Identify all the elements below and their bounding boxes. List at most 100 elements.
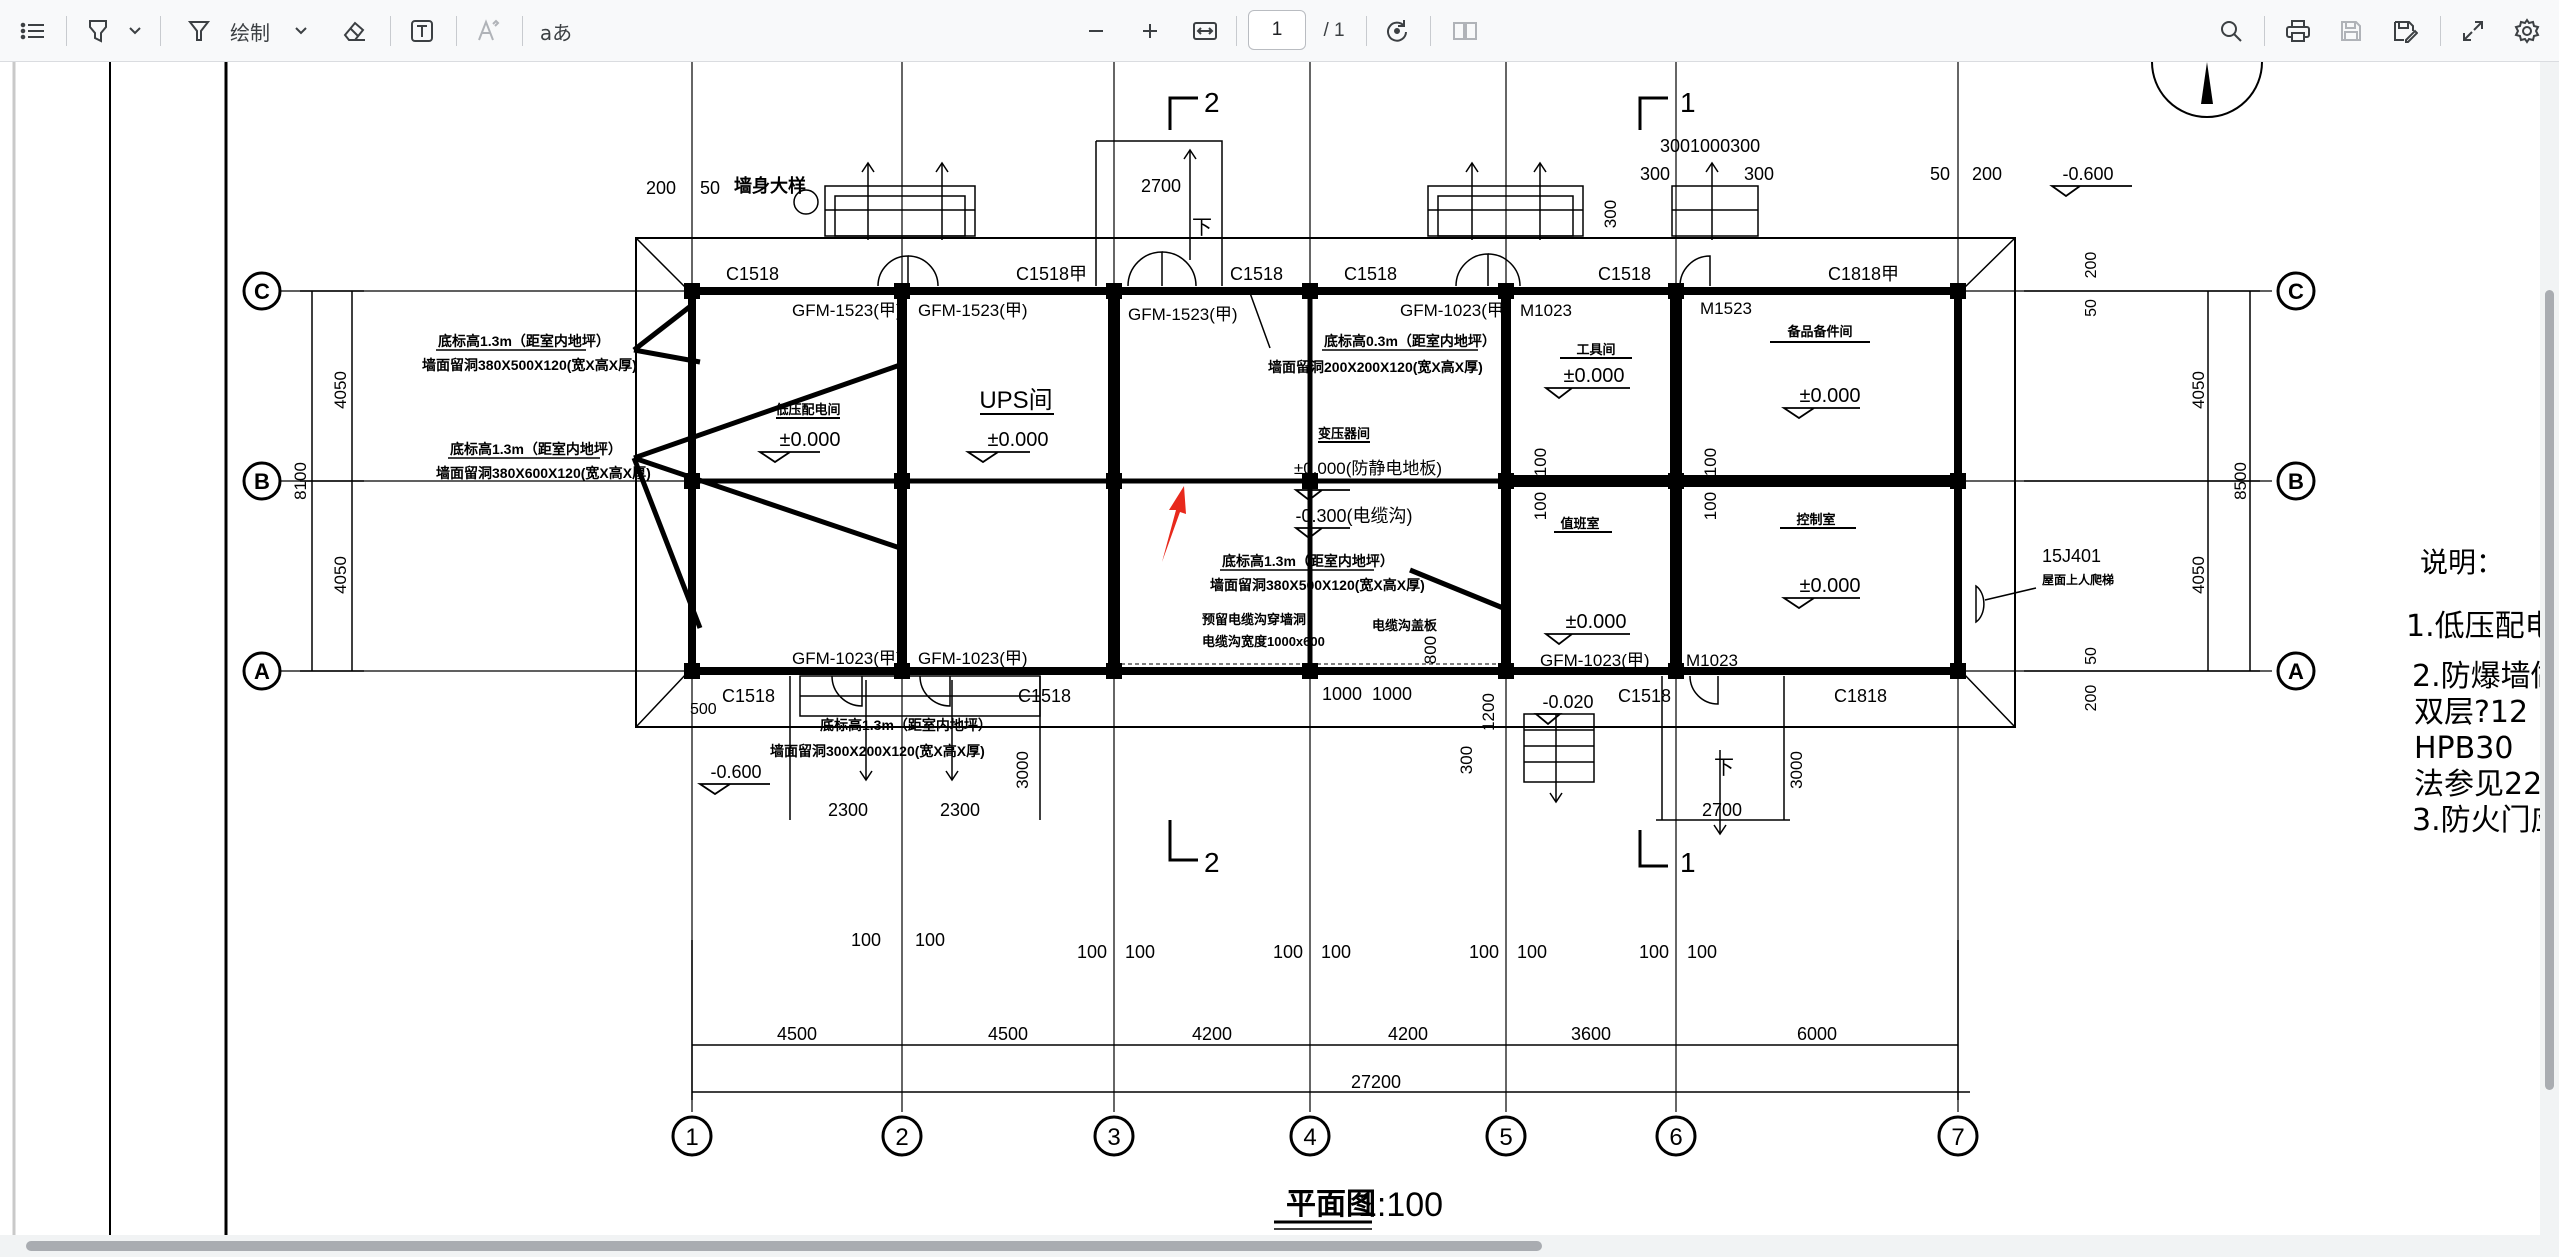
svg-text:±0.000: ±0.000 — [1565, 611, 1626, 633]
draw-chevron-down-icon[interactable] — [290, 12, 312, 50]
left-dim-bottom: 4050 — [331, 556, 350, 594]
svg-text:100: 100 — [1321, 942, 1351, 962]
read-aloud-icon[interactable]: aあ — [539, 20, 573, 45]
roof-hip-line — [1961, 671, 2016, 728]
axis-label-2: 2 — [895, 1124, 908, 1151]
axis-label-5: 5 — [1499, 1124, 1512, 1151]
svg-text:C1518甲: C1518甲 — [1016, 264, 1087, 284]
chevron-down-icon[interactable] — [124, 12, 146, 50]
svg-text:GFM-1523(甲): GFM-1523(甲) — [792, 301, 902, 320]
vertical-scroll-thumb[interactable] — [2545, 290, 2554, 1090]
svg-text:300: 300 — [1640, 164, 1670, 184]
svg-text:C1518: C1518 — [1230, 264, 1283, 284]
dim-3000-right: 3000 — [1787, 751, 1806, 789]
svg-text:工具间: 工具间 — [1576, 342, 1615, 357]
svg-text:100: 100 — [915, 930, 945, 950]
toolbar-separator — [390, 16, 391, 46]
draw-pen-icon[interactable] — [184, 12, 214, 50]
svg-text:底标高1.3m（距室内地坪）: 底标高1.3m（距室内地坪） — [820, 717, 992, 733]
svg-text:200: 200 — [646, 178, 676, 198]
bay-dim-1-2: 4500 — [777, 1024, 817, 1044]
svg-text:100: 100 — [1517, 942, 1547, 962]
svg-text:屋面上人爬梯: 屋面上人爬梯 — [2042, 572, 2114, 587]
save-icon[interactable] — [2334, 12, 2368, 50]
right-dimension-lines — [2024, 290, 2260, 672]
axis-label-b-left: B — [254, 469, 270, 494]
svg-text:50: 50 — [700, 178, 720, 198]
svg-text:GFM-1023(甲): GFM-1023(甲) — [1540, 651, 1650, 670]
svg-text:墙面留洞300X200X120(宽X高X厚): 墙面留洞300X200X120(宽X高X厚) — [770, 743, 985, 759]
svg-text:2700: 2700 — [1702, 800, 1742, 820]
svg-text:-0.600: -0.600 — [710, 762, 761, 782]
north-arrow-needle — [2201, 62, 2213, 104]
text-box-icon[interactable] — [406, 12, 438, 50]
svg-text:UPS间: UPS间 — [979, 387, 1052, 414]
svg-text:GFM-1023(甲): GFM-1023(甲) — [918, 649, 1028, 668]
zoom-in-icon[interactable] — [1134, 12, 1166, 50]
page-total: / 1 — [1323, 20, 1345, 41]
svg-text:下: 下 — [1192, 217, 1212, 239]
axis-label-3: 3 — [1107, 1124, 1120, 1151]
bay-dim-3-4: 4200 — [1192, 1024, 1232, 1044]
svg-text:C1818: C1818 — [1834, 686, 1887, 706]
svg-text:2300: 2300 — [940, 800, 980, 820]
settings-icon[interactable] — [2510, 12, 2544, 50]
explanation-notes: 说明： 1.低压配电 2.防爆墙做 双层?12 HPB30 法参见22 3.防火… — [2406, 546, 2540, 838]
toolbar-separator — [1236, 16, 1237, 46]
left-dim-top: 4050 — [331, 371, 350, 409]
door-labels: GFM-1523(甲) GFM-1523(甲) GFM-1523(甲) GFM-… — [792, 299, 1752, 670]
outline-list-icon[interactable] — [16, 12, 50, 50]
dim-100-a: 100 — [1531, 448, 1550, 476]
save-as-icon[interactable] — [2388, 12, 2422, 50]
svg-text:墙面留洞380X500X120(宽X高X厚): 墙面留洞380X500X120(宽X高X厚) — [1210, 577, 1425, 593]
svg-text:GFM-1023(甲): GFM-1023(甲) — [792, 649, 902, 668]
svg-text:2700: 2700 — [1141, 176, 1181, 196]
dim-300-bottom: 300 — [1457, 746, 1476, 774]
note-leaders — [1249, 292, 2037, 601]
vertical-scrollbar[interactable] — [2540, 62, 2559, 1257]
draw-label[interactable]: 绘制 — [230, 20, 270, 45]
detail-ref-circle — [793, 189, 819, 215]
axis-label-c-right: C — [2288, 279, 2304, 304]
page-number-input[interactable] — [1248, 10, 1306, 50]
highlighter-icon[interactable] — [82, 12, 114, 50]
svg-text:100: 100 — [1639, 942, 1669, 962]
toolbar-separator — [160, 16, 161, 46]
north-arrow — [2151, 62, 2263, 118]
svg-text:C1518: C1518 — [726, 264, 779, 284]
search-icon[interactable] — [2214, 12, 2248, 50]
svg-text:2300: 2300 — [828, 800, 868, 820]
svg-text:法参见22: 法参见22 — [2414, 767, 2540, 802]
print-icon[interactable] — [2280, 12, 2316, 50]
horizontal-scroll-thumb[interactable] — [26, 1241, 1542, 1251]
svg-text:墙面留洞380X500X120(宽X高X厚): 墙面留洞380X500X120(宽X高X厚) — [422, 357, 637, 373]
eraser-icon[interactable] — [338, 12, 370, 50]
text-style-icon[interactable] — [472, 12, 504, 50]
svg-text:控制室: 控制室 — [1796, 512, 1835, 527]
two-page-icon[interactable] — [1448, 12, 1482, 50]
axis-label-c-left: C — [254, 279, 270, 304]
svg-text:C1518: C1518 — [1598, 264, 1651, 284]
drawing-title: 平面图 — [1286, 1188, 1376, 1221]
bay-dim-2-3: 4500 — [988, 1024, 1028, 1044]
floor-plan-drawing: 2 2 1 1 4050 8100 4050 4050 8500 4050 20… — [12, 62, 2540, 1237]
svg-text:100: 100 — [1077, 942, 1107, 962]
svg-text:50: 50 — [1930, 164, 1950, 184]
svg-text:C1818甲: C1818甲 — [1828, 264, 1899, 284]
fullscreen-icon[interactable] — [2456, 12, 2490, 50]
dim-1200: 1200 — [1479, 693, 1498, 731]
svg-text:15J401: 15J401 — [2042, 546, 2101, 566]
svg-text:±0.000: ±0.000 — [1799, 385, 1860, 407]
rotate-icon[interactable] — [1380, 12, 1414, 50]
zoom-out-icon[interactable] — [1080, 12, 1112, 50]
svg-text:HPB30: HPB30 — [2414, 731, 2513, 766]
fit-width-icon[interactable] — [1188, 12, 1222, 50]
document-viewer[interactable]: 2 2 1 1 4050 8100 4050 4050 8500 4050 20… — [0, 62, 2559, 1257]
svg-text:值班室: 值班室 — [1560, 516, 1599, 531]
right-dim-total: 8500 — [2231, 462, 2250, 500]
drawing-notes: 底标高1.3m（距室内地坪） 墙面留洞380X500X120(宽X高X厚) 底标… — [422, 175, 2114, 759]
toolbar-separator — [456, 16, 457, 46]
right-small-dim: 50 — [2083, 647, 2100, 665]
svg-text:底标高0.3m（距室内地坪）: 底标高0.3m（距室内地坪） — [1324, 333, 1496, 349]
horizontal-scrollbar[interactable] — [0, 1235, 2540, 1257]
